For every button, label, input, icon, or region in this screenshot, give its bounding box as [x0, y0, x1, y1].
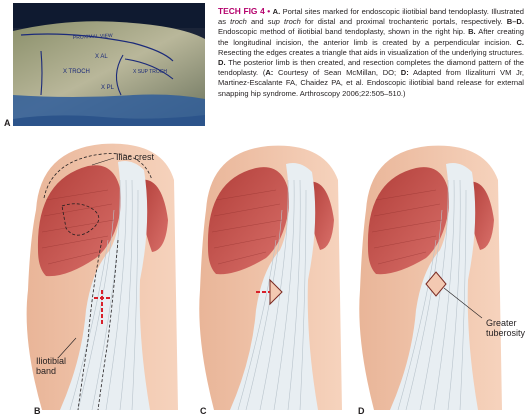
- caption-letter-c: C.: [516, 37, 524, 47]
- label-greater-tuberosity: Greater tuberosity: [486, 318, 525, 338]
- panel-letter-b: B: [34, 406, 41, 416]
- photo-portal-sites: PROXIMAL VIEW X AL X TROCH X SUP TROCH X…: [13, 3, 205, 126]
- figure-caption: TECH FIG 4 • A. Portal sites marked for …: [218, 6, 524, 99]
- caption-letter-a: A.: [272, 7, 281, 16]
- caption-sup-troch: sup troch: [267, 17, 301, 27]
- caption-text-bd: Endoscopic method of iliotibial band ten…: [218, 27, 469, 37]
- photo-mark-al: X AL: [95, 54, 108, 60]
- caption-and: and: [246, 17, 268, 27]
- caption-letter-bd: B–D.: [506, 17, 524, 27]
- panel-letter-a: A: [4, 118, 11, 128]
- caption-letter-d: D.: [218, 58, 226, 68]
- label-greater-line2: tuberosity: [486, 328, 526, 338]
- panel-letter-c: C: [200, 406, 207, 416]
- caption-credit-a-text: Courtesy of Sean McMillan, DO;: [273, 68, 401, 78]
- caption-credit-a: A:: [265, 68, 274, 78]
- caption-credit-d: D:: [400, 68, 409, 78]
- label-greater-line1: Greater: [486, 318, 517, 328]
- photo-mark-sup-troch: X SUP TROCH: [133, 69, 167, 75]
- illustration-hip-d: [359, 145, 502, 410]
- caption-text-a: Portal sites marked for endoscopic iliot…: [218, 7, 524, 27]
- caption-troch: troch: [230, 17, 247, 27]
- label-iliotibial-band: Iliotibial band: [36, 356, 66, 376]
- caption-text-a2: for distal and proximal trochanteric por…: [300, 17, 507, 27]
- photo-mark-proximal: PROXIMAL VIEW: [73, 33, 113, 41]
- photo-mark-pl: X PL: [101, 85, 115, 91]
- illustration-hip-b: [26, 143, 178, 410]
- panel-letter-d: D: [358, 406, 365, 416]
- caption-text-b: After creating the longitudinal incision…: [218, 27, 524, 47]
- label-iliotibial-line1: Iliotibial: [36, 356, 67, 366]
- label-iliotibial-line2: band: [36, 366, 57, 376]
- caption-text-d: The posterior limb is then created, and …: [218, 58, 524, 78]
- caption-letter-b: B.: [468, 27, 476, 37]
- label-iliac-crest: Iliac crest: [116, 152, 155, 162]
- caption-text-c: Resecting the edges creates a triangle t…: [218, 47, 524, 57]
- caption-credit-d-text: Adapted from Ilizaliturri VM Jr, Martine…: [218, 68, 525, 98]
- photo-mark-troch: X TROCH: [63, 69, 90, 75]
- figure-bullet: •: [267, 6, 271, 16]
- figure-label: TECH FIG 4: [218, 6, 265, 16]
- illustration-hip-c: [199, 145, 342, 410]
